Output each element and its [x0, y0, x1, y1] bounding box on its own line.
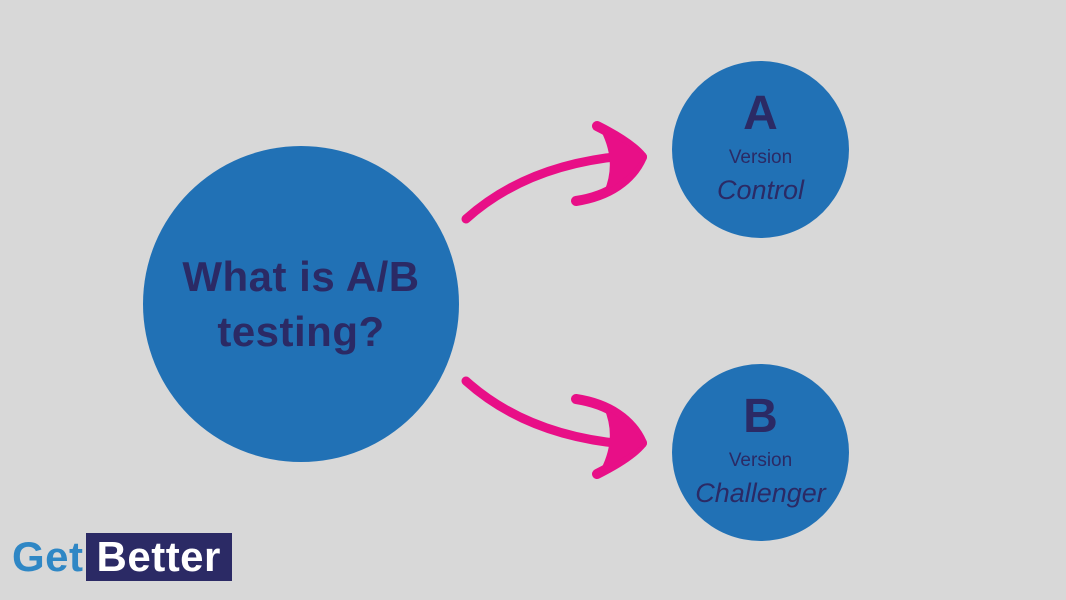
version-a-letter: A [743, 86, 778, 140]
version-b-circle: B Version Challenger [672, 364, 849, 541]
version-a-name: Control [716, 174, 805, 205]
logo-better-box: Better [85, 533, 232, 581]
question-line-2: testing? [217, 308, 385, 355]
version-b-name: Challenger [695, 477, 826, 508]
curved-arrow-to-version-b-icon [461, 376, 647, 479]
question-line-1: What is A/B [182, 253, 420, 300]
logo-better-text: Better [96, 533, 221, 580]
version-b-letter: B [743, 389, 778, 443]
logo-get-text: Get [12, 533, 84, 580]
main-question-circle: What is A/B testing? [143, 146, 459, 462]
version-b-label: Version [728, 449, 793, 471]
curved-arrow-to-version-a-icon [461, 121, 647, 224]
version-a-label: Version [728, 146, 793, 168]
version-a-circle: A Version Control [672, 61, 849, 238]
getbetter-logo: Get Better [12, 533, 232, 581]
